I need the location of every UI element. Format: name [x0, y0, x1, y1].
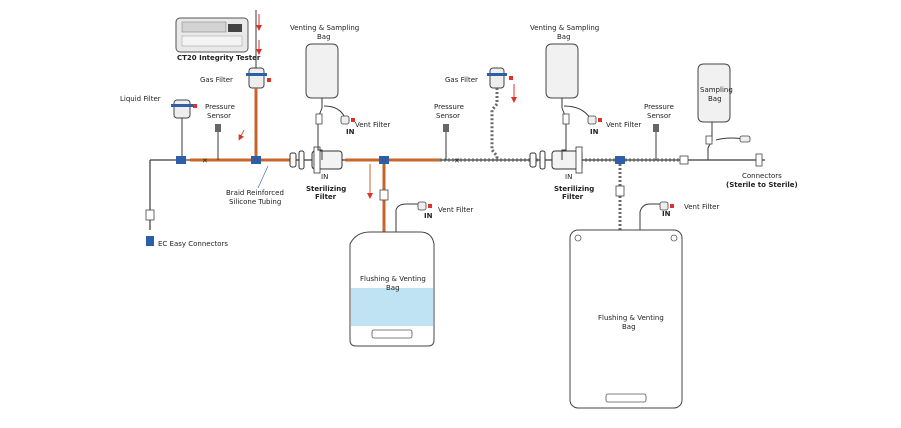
- sterilizing-label-1: Sterilizing: [306, 185, 346, 193]
- gas-filter-label-2: Gas Filter: [445, 76, 478, 84]
- venting-bag-label-2: Bag: [557, 33, 571, 41]
- connector-blue: [251, 156, 261, 164]
- liquid-fill: [351, 288, 433, 326]
- connectors-label-2: (Sterile to Sterile): [726, 181, 798, 189]
- connector-blue: [176, 156, 186, 164]
- in-tag: IN: [590, 128, 599, 136]
- vent-filter-cap: [670, 204, 674, 208]
- ct20-integrity-tester: CT20 Integrity Tester: [175, 17, 261, 62]
- venting-sampling-bag-1: Venting & Sampling Bag: [290, 24, 359, 160]
- connector: [755, 153, 763, 167]
- vent-filter-label-3: Vent Filter: [606, 121, 641, 129]
- liquid-filter: Liquid Filter: [120, 95, 197, 160]
- clamp: [379, 189, 389, 201]
- flushing-venting-bag-1: Flushing & Venting Bag: [349, 231, 435, 347]
- vent-filter-label-1: Vent Filter: [355, 121, 390, 129]
- liquid-filter-label: Liquid Filter: [120, 95, 161, 103]
- sterilizing-filter-1: Sterilizing Filter IN: [306, 146, 346, 201]
- sterilizing-filter-2: Sterilizing Filter: [551, 146, 594, 201]
- sterilizing-label-1: Sterilizing: [554, 185, 594, 193]
- connector: [679, 155, 689, 165]
- clamp: [145, 209, 155, 221]
- closed-valve-icon: ✕: [202, 157, 208, 165]
- connector-blue: [379, 156, 389, 164]
- braid-label-1: Braid Reinforced: [226, 189, 284, 197]
- flushing-label-1: Flushing & Venting: [360, 275, 426, 283]
- vent-filter-label-2: Vent Filter: [438, 206, 473, 214]
- in-tag: IN: [346, 128, 355, 136]
- pressure-label: Pressure: [434, 103, 464, 111]
- sampling-label-2: Bag: [708, 95, 722, 103]
- coupling: [529, 152, 537, 168]
- tester-label: CT20 Integrity Tester: [177, 54, 261, 62]
- coupling: [289, 152, 297, 168]
- gas-filter-label: Gas Filter: [200, 76, 233, 84]
- vent-filter-cap: [428, 204, 432, 208]
- clamp: [615, 185, 625, 197]
- pressure-sensor-1: Pressure Sensor: [205, 103, 235, 160]
- flushing-label-2: Bag: [622, 323, 636, 331]
- sensor-label: Sensor: [436, 112, 460, 120]
- leader-line: [257, 165, 269, 189]
- connectors-label-1: Connectors: [742, 172, 782, 180]
- vent-line: [395, 203, 420, 232]
- in-tag: IN: [424, 212, 433, 220]
- flushing-venting-bag-2: Flushing & Venting Bag: [569, 229, 683, 409]
- vent-filter-label-4: Vent Filter: [684, 203, 719, 211]
- sterilizing-label-2: Filter: [315, 193, 337, 201]
- in-tag: IN: [565, 173, 572, 181]
- connector-blue: [615, 156, 625, 164]
- venting-bag-label-1: Venting & Sampling: [290, 24, 359, 32]
- gas-filter-1: Gas Filter: [200, 67, 271, 89]
- pressure-sensor-3: Pressure Sensor: [644, 103, 674, 160]
- coupling: [539, 150, 546, 170]
- closed-valve-icon: ✕: [454, 157, 460, 165]
- vent-line: [639, 203, 662, 230]
- pressure-sensor-2: Pressure Sensor: [434, 103, 464, 160]
- in-tag: IN: [662, 210, 671, 218]
- in-tag: IN: [321, 173, 328, 181]
- sampling-label-1: Sampling: [700, 86, 733, 94]
- vent-filter-body: [659, 201, 669, 211]
- flow-arrow: [238, 129, 245, 141]
- ec-connectors-label: EC Easy Connectors: [158, 240, 228, 248]
- sensor-label: Sensor: [647, 112, 671, 120]
- venting-bag-label-1: Venting & Sampling: [530, 24, 599, 32]
- ec-connector: [146, 236, 154, 246]
- braid-label-2: Silicone Tubing: [229, 198, 281, 206]
- vent-filter-body: [417, 201, 427, 211]
- sensor-label: Sensor: [207, 112, 231, 120]
- sampling-bag: Sampling Bag: [697, 63, 751, 160]
- sterilizing-label-2: Filter: [562, 193, 584, 201]
- pressure-label: Pressure: [644, 103, 674, 111]
- pressure-label: Pressure: [205, 103, 235, 111]
- flushing-label-1: Flushing & Venting: [598, 314, 664, 322]
- venting-bag-label-2: Bag: [317, 33, 331, 41]
- gas-filter-2: Gas Filter: [445, 67, 517, 160]
- venting-sampling-bag-2: Venting & Sampling Bag: [530, 24, 602, 160]
- flushing-label-2: Bag: [386, 284, 400, 292]
- coupling: [298, 150, 305, 170]
